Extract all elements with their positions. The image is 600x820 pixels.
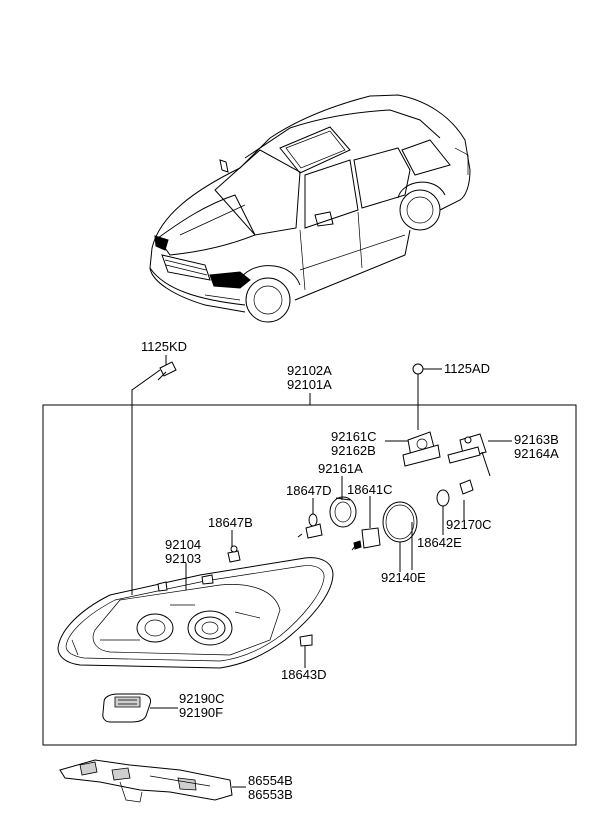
- label-86554b: 86554B 86553B: [248, 774, 293, 802]
- screw-1125ad: [412, 363, 424, 385]
- label-92104: 92104 92103: [165, 538, 201, 566]
- label-86554b-line-1: 86554B: [248, 773, 293, 788]
- label-92163b: 92163B 92164A: [514, 433, 559, 461]
- cap-92161a: [329, 496, 357, 528]
- label-18647b: 18647B: [208, 516, 253, 530]
- label-92190c: 92190C 92190F: [179, 692, 225, 720]
- label-92190c-line-2: 92190F: [179, 705, 224, 720]
- label-92102a-line-2: 92101A: [287, 377, 332, 392]
- bracket-86554b: [59, 759, 233, 803]
- headlamp-housing: [57, 557, 334, 669]
- bulb-18647b: [227, 545, 241, 563]
- label-18642e: 18642E: [417, 536, 462, 550]
- label-18647b-line-1: 18647B: [208, 515, 253, 530]
- label-92161c-line-2: 92162B: [331, 443, 376, 458]
- bulb-18641c: [351, 527, 381, 551]
- label-92161c-line-1: 92161C: [331, 429, 377, 444]
- label-18643d: 18643D: [281, 668, 327, 682]
- label-1125ad-line-1: 1125AD: [444, 361, 491, 376]
- socket-92161c: [402, 431, 441, 467]
- label-92102a-line-1: 92102A: [287, 363, 332, 378]
- label-92161a: 92161A: [318, 462, 363, 476]
- label-92104-line-2: 92103: [165, 551, 202, 566]
- label-18641c-line-1: 18641C: [347, 482, 393, 497]
- label-1125kd: 1125KD: [141, 340, 187, 354]
- bolt-1125kd: [157, 361, 177, 381]
- label-18647d: 18647D: [286, 484, 332, 498]
- label-92140e-line-1: 92140E: [381, 570, 426, 585]
- label-18647d-line-1: 18647D: [286, 483, 332, 498]
- label-92190c-line-1: 92190C: [179, 691, 225, 706]
- ballast-92190c: [102, 693, 151, 723]
- label-92163b-line-1: 92163B: [514, 432, 559, 447]
- label-92161a-line-1: 92161A: [318, 461, 363, 476]
- car-illustration: [149, 94, 471, 323]
- label-1125ad: 1125AD: [444, 362, 490, 376]
- bulb-18643d: [299, 634, 313, 647]
- label-86554b-line-2: 86553B: [248, 787, 293, 802]
- label-92170c-line-1: 92170C: [446, 517, 492, 532]
- label-92170c: 92170C: [446, 518, 492, 532]
- label-92102a: 92102A 92101A: [287, 364, 332, 392]
- label-1125kd-line-1: 1125KD: [141, 339, 188, 354]
- label-18641c: 18641C: [347, 483, 393, 497]
- label-92161c: 92161C 92162B: [331, 430, 377, 458]
- socket-92163b: [447, 433, 491, 477]
- label-18643d-line-1: 18643D: [281, 667, 327, 682]
- label-18642e-line-1: 18642E: [417, 535, 462, 550]
- label-92163b-line-2: 92164A: [514, 446, 559, 461]
- bulb-18647d: [297, 513, 323, 539]
- bulb-92170c: [436, 479, 474, 507]
- label-92104-line-1: 92104: [165, 537, 202, 552]
- label-92140e: 92140E: [381, 571, 426, 585]
- ring-92140e: [382, 501, 418, 572]
